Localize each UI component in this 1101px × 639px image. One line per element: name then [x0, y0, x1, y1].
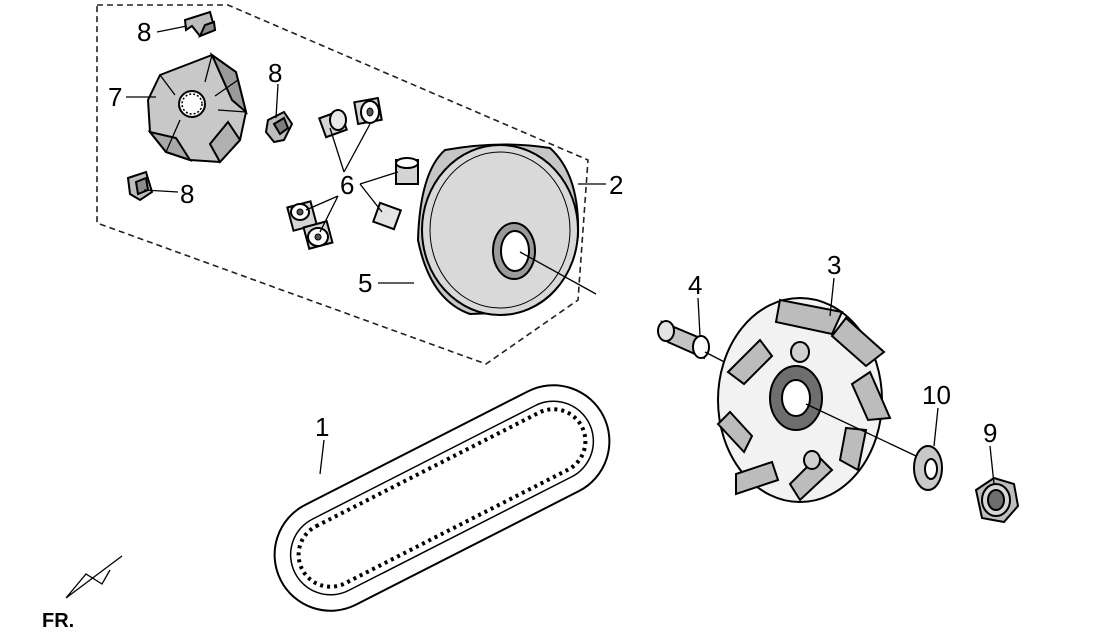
slide-piece-top: [183, 10, 217, 38]
callout-8-middle: 8: [268, 58, 282, 88]
fixed-drive-face-fan: [716, 297, 917, 503]
slide-piece-middle: [264, 110, 294, 144]
callout-8-top: 8: [137, 17, 151, 47]
front-orientation-label: FR.: [42, 610, 74, 632]
slide-piece-bottom: [126, 170, 154, 202]
callout-3: 3: [827, 250, 841, 280]
weight-roller-3: [395, 157, 419, 185]
movable-drive-face: [146, 52, 248, 164]
weight-roller-6: [302, 220, 334, 250]
callout-9: 9: [983, 418, 997, 448]
callout-6: 6: [340, 170, 354, 200]
collar: [657, 320, 741, 371]
front-direction-arrow-icon: [65, 555, 123, 599]
callout-4: 4: [688, 270, 702, 300]
drive-pulley: [416, 143, 597, 316]
weight-roller-2: [353, 96, 383, 126]
kit-outline-dashed: [96, 4, 589, 365]
leader-lines: [126, 25, 995, 485]
callout-1: 1: [315, 412, 329, 442]
callout-10: 10: [922, 380, 951, 410]
flange-nut: [974, 476, 1020, 524]
callout-5: 5: [358, 268, 372, 298]
callout-7: 7: [108, 82, 122, 112]
washer: [913, 445, 943, 491]
callout-8-bottom: 8: [180, 179, 194, 209]
weight-roller-1: [317, 109, 349, 139]
drive-belt: [273, 384, 611, 612]
callout-2: 2: [609, 170, 623, 200]
